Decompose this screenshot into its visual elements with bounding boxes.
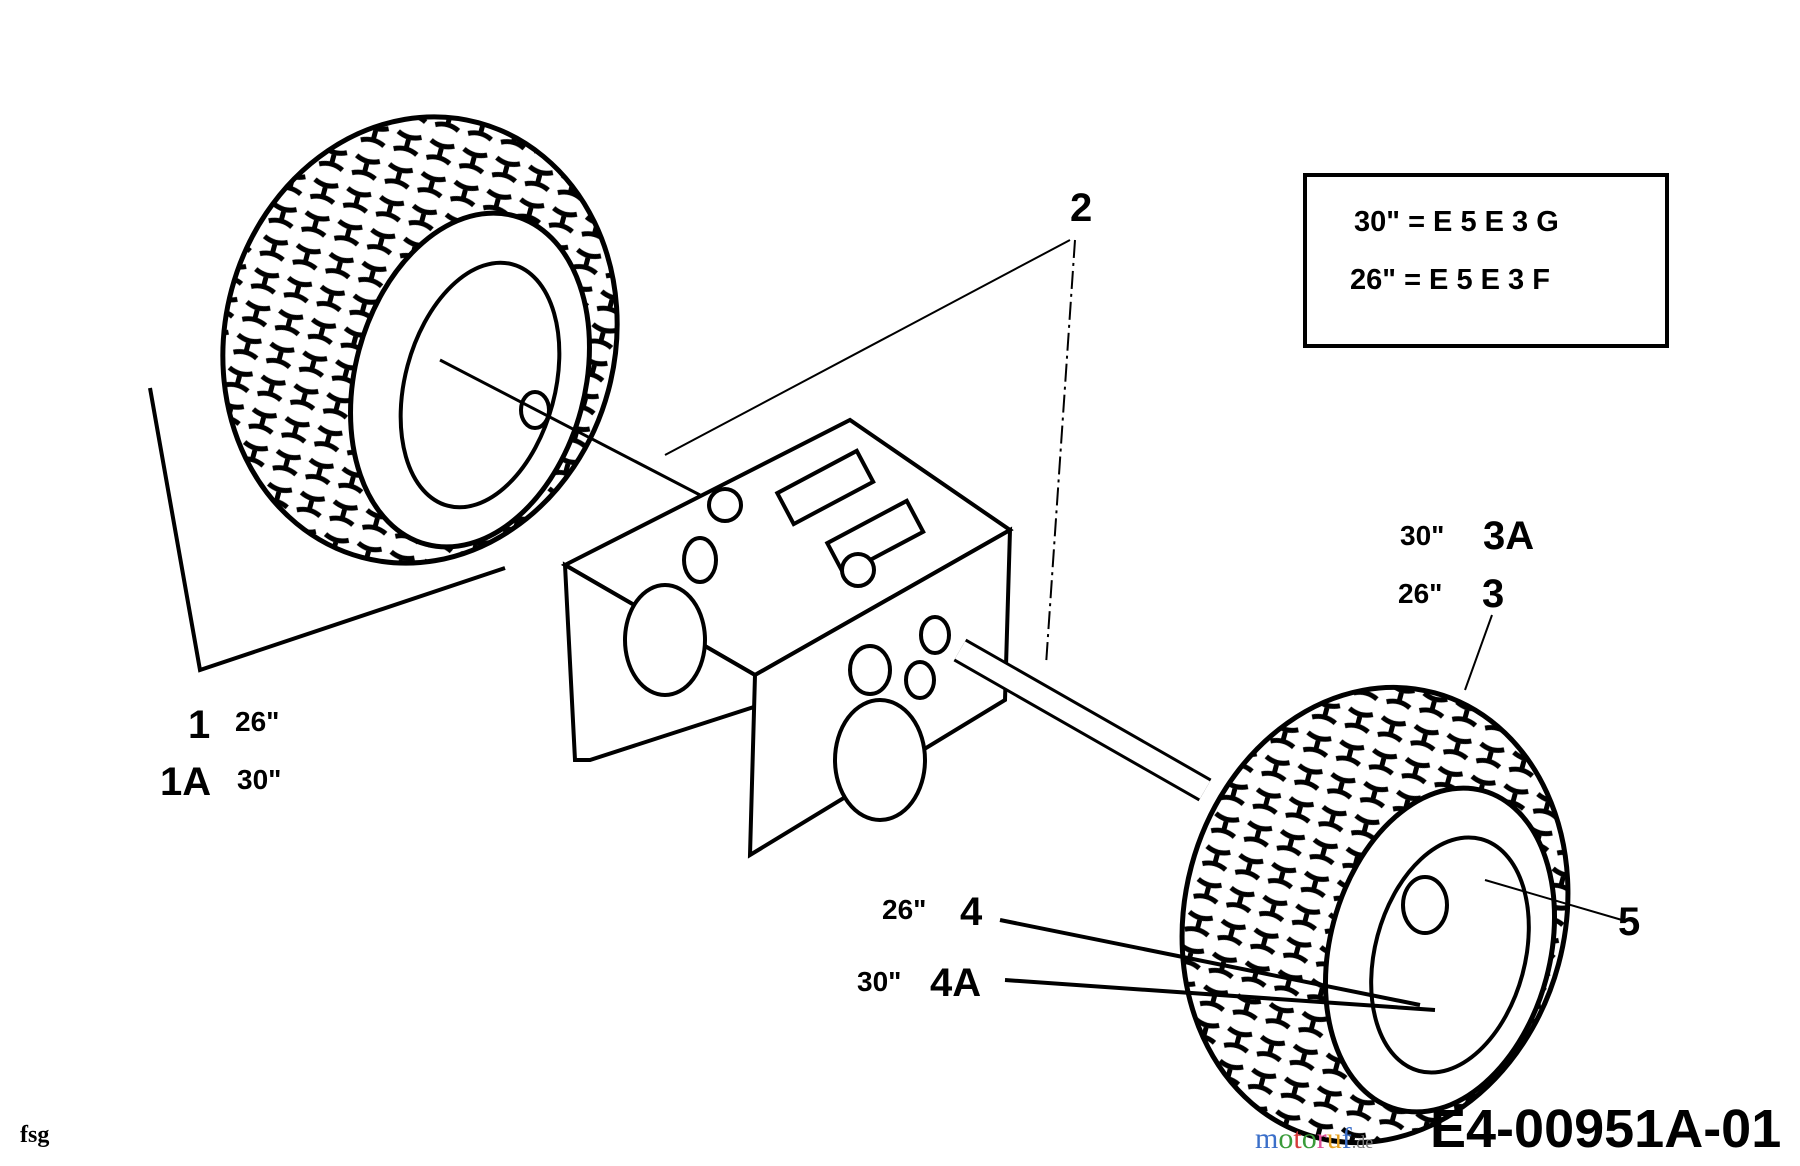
model-legend-box: 30" = E 5 E 3 G 26" = E 5 E 3 F	[1303, 173, 1669, 348]
legend-line-26: 26" = E 5 E 3 F	[1350, 264, 1550, 296]
transmission-frame	[560, 417, 1014, 859]
legend-line-30: 30" = E 5 E 3 G	[1354, 206, 1559, 238]
callout-1a-size: 30"	[237, 764, 282, 795]
callout-3a: 3A	[1483, 514, 1535, 558]
callout-4a-size: 30"	[857, 966, 902, 997]
callout-4: 4	[960, 890, 983, 934]
callout-2: 2	[1070, 186, 1093, 230]
left-axle	[439, 358, 701, 497]
callout-3: 3	[1482, 572, 1505, 616]
watermark-logo: motoruf.de	[1255, 1122, 1374, 1155]
callout-3-size: 26"	[1398, 578, 1443, 609]
callout-1: 1	[188, 703, 211, 747]
callout-1a: 1A	[160, 760, 212, 804]
callout-4a: 4A	[930, 961, 982, 1005]
right-wheel	[1179, 684, 1571, 1146]
leader-lines	[148, 239, 1623, 1012]
left-wheel	[220, 114, 620, 566]
callout-4-size: 26"	[882, 894, 927, 925]
callout-1-size: 26"	[235, 706, 280, 737]
callout-3a-size: 30"	[1400, 520, 1445, 551]
author-initials: fsg	[20, 1122, 50, 1148]
callout-5: 5	[1618, 900, 1641, 944]
drawing-code: E4-00951A-01	[1430, 1099, 1782, 1159]
